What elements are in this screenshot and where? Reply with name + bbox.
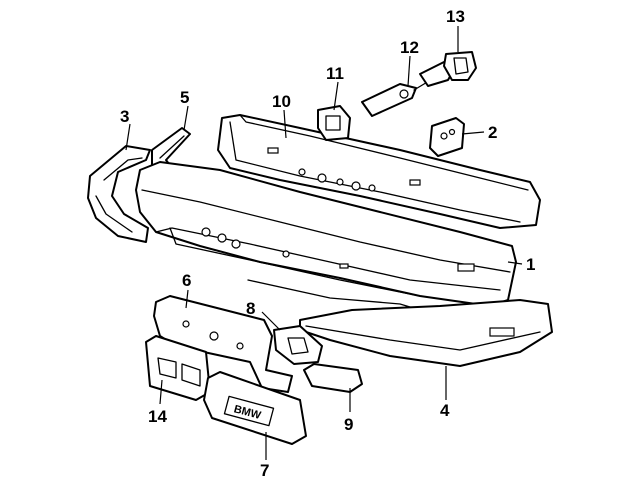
callout-2: 2 <box>488 123 497 142</box>
part-4-lower-spoiler <box>299 299 553 367</box>
part-13-connector <box>443 51 477 81</box>
callout-11: 11 <box>326 64 344 83</box>
part-3-end-cap <box>87 145 151 243</box>
part-8-bracket <box>273 325 323 365</box>
part-9-cap <box>303 363 363 393</box>
part-2-mount <box>429 117 465 157</box>
callout-4: 4 <box>440 401 450 420</box>
callout-labels: 3 5 10 11 12 13 2 1 4 6 8 9 7 14 <box>120 7 535 480</box>
callout-8: 8 <box>246 299 255 318</box>
callout-9: 9 <box>344 415 353 434</box>
part-6-license-bracket <box>153 295 293 393</box>
callout-10: 10 <box>272 92 291 111</box>
callout-13: 13 <box>446 7 465 26</box>
callout-5: 5 <box>180 88 189 107</box>
part-11-bracket <box>317 105 351 141</box>
callout-6: 6 <box>182 271 191 290</box>
callout-1: 1 <box>526 255 535 274</box>
callout-12: 12 <box>400 38 419 57</box>
callout-7: 7 <box>260 461 269 480</box>
part-7-grille: BMW <box>203 371 307 445</box>
leader-lines <box>125 26 523 460</box>
callout-14: 14 <box>148 407 167 426</box>
callout-3: 3 <box>120 107 129 126</box>
